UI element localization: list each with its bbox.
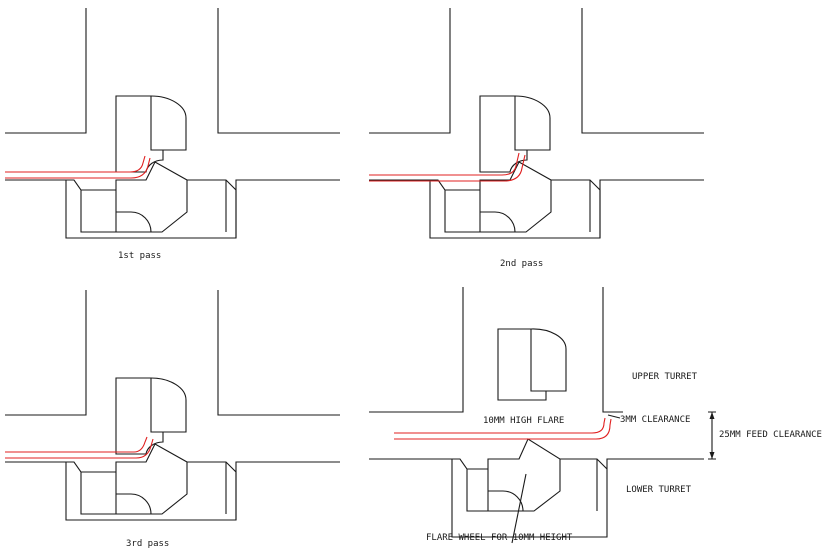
- label-clearance: 3MM CLEARANCE: [620, 415, 690, 425]
- upper-turret: [369, 287, 623, 413]
- panel-3rd-pass: 3rd pass: [4, 289, 341, 548]
- label-upper-turret: UPPER TURRET: [632, 372, 698, 382]
- caption-1st-pass: 1st pass: [118, 251, 161, 261]
- caption-2nd-pass: 2nd pass: [500, 259, 543, 269]
- label-lower-turret: LOWER TURRET: [626, 485, 692, 495]
- lower-left-block: [452, 458, 488, 512]
- flare-wheel: [487, 438, 561, 512]
- upper-die: [497, 328, 567, 401]
- dimension-arrow-top: [709, 412, 715, 419]
- caption-3rd-pass: 3rd pass: [126, 539, 169, 548]
- feed-clearance-dimension: [708, 411, 716, 460]
- label-flare-height: 10MM HIGH FLARE: [483, 416, 564, 426]
- sheet-strip-2: [369, 152, 526, 182]
- lower-turret: [369, 458, 704, 538]
- die-station-3: [4, 289, 341, 521]
- clearance-leader: [607, 414, 621, 419]
- die-station-2: [368, 7, 705, 239]
- panel-1st-pass: 1st pass: [4, 7, 341, 261]
- dimension-arrow-bottom: [709, 452, 715, 459]
- label-feed-clearance: 25MM FEED CLEARANCE: [719, 430, 822, 440]
- sheet-strip-1: [5, 155, 151, 179]
- flare-leader: [511, 473, 527, 544]
- label-flare-wheel: FLARE WHEEL FOR 10MM HEIGHT: [426, 533, 573, 543]
- lower-right-block: [560, 458, 608, 511]
- sheet-strip-final: [394, 417, 612, 440]
- panel-final: UPPER TURRET LOWER TURRET 10MM HIGH FLAR…: [369, 287, 822, 544]
- sheet-strip-3: [5, 436, 154, 459]
- panel-2nd-pass: 2nd pass: [368, 7, 705, 269]
- die-station-1: [4, 7, 341, 239]
